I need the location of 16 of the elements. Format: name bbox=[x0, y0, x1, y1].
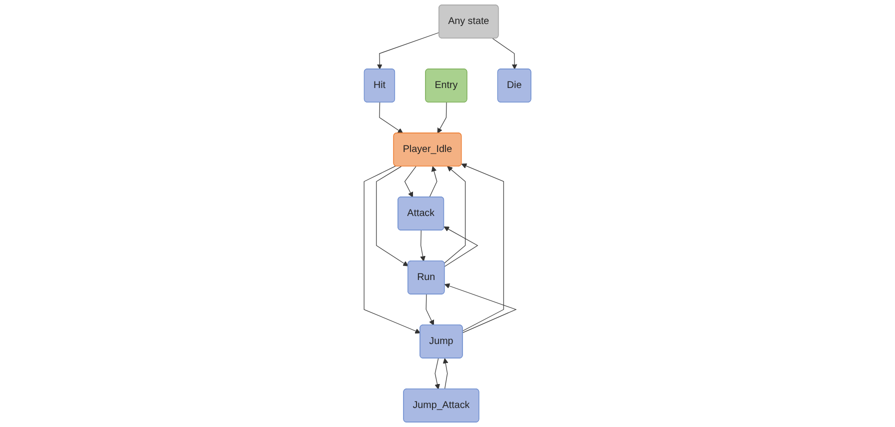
arrow bbox=[420, 230, 426, 262]
arrow bbox=[426, 294, 434, 326]
arrow bbox=[492, 38, 518, 70]
arrow bbox=[376, 166, 408, 266]
arrow bbox=[442, 358, 448, 390]
arrow bbox=[376, 32, 440, 70]
arrow bbox=[444, 226, 478, 267]
arrow bbox=[404, 166, 416, 198]
arrow bbox=[444, 283, 517, 333]
arrow bbox=[444, 166, 466, 264]
arrow bbox=[434, 358, 440, 390]
arrow bbox=[437, 102, 447, 134]
arrow bbox=[364, 166, 420, 334]
arrow bbox=[379, 102, 404, 134]
arrow bbox=[429, 166, 438, 198]
arrow bbox=[461, 163, 504, 332]
